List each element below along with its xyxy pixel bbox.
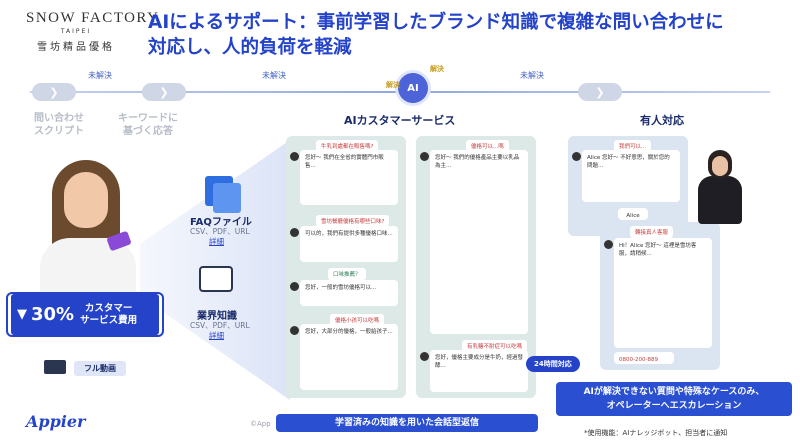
chat-question: 牛乳到處都在販售嗎? bbox=[316, 140, 379, 152]
caption-escalation: AIが解決できない質問や特殊なケースのみ、 オペレーターへエスカレーション bbox=[556, 382, 792, 416]
caption-escalation-line2: オペレーターへエスカレーション bbox=[606, 401, 742, 411]
industry-types: CSV、PDF、URL bbox=[190, 321, 250, 330]
chevron-right-icon: ❯ bbox=[142, 83, 186, 101]
page-title: AIによるサポート：事前学習したブランド知識で複雑な問い合わせに 対応し、人的負… bbox=[148, 10, 788, 60]
appier-logo: Appier bbox=[26, 412, 86, 431]
chat-reply: Hi！Alice 您好～ 這裡是雪坊客服，請稍候... bbox=[614, 238, 712, 348]
customer-photo-face bbox=[64, 172, 108, 228]
chat-question: 有乳糖不耐症可以吃嗎 bbox=[462, 340, 528, 352]
agent-avatar bbox=[604, 240, 613, 249]
ai-chip-icon: AI bbox=[398, 73, 428, 103]
caption-conversational-reply: 学習済みの知識を用いた会話型返信 bbox=[276, 414, 538, 432]
flow-status-unsolved: 未解決 bbox=[262, 71, 286, 80]
section-human: 有人対応 bbox=[640, 114, 684, 127]
chat-reply: 可以的，我們有提供多種優格口味... bbox=[300, 226, 398, 262]
knowledge-icon bbox=[199, 266, 233, 292]
stage-keyword-line1: キーワードに bbox=[118, 113, 178, 124]
chat-question: 口味推薦？ bbox=[328, 268, 366, 280]
stage-script-line2: スクリプト bbox=[34, 126, 84, 137]
chat-question: 優格小孩可以吃嗎 bbox=[330, 314, 385, 326]
bot-avatar bbox=[290, 282, 299, 291]
bot-avatar bbox=[420, 152, 429, 161]
chat-phone: 0800-200-889 bbox=[614, 352, 674, 364]
cost-label-line2: サービス費用 bbox=[80, 314, 138, 326]
chat-name: Alice bbox=[618, 208, 648, 220]
chat-question: 雪坊餐廳優格有哪些口味? bbox=[316, 215, 390, 227]
faq-detail-link[interactable]: 詳細 bbox=[209, 237, 224, 246]
bot-avatar bbox=[420, 352, 429, 361]
copyright: ©App bbox=[250, 420, 271, 428]
industry-title: 業界知識 bbox=[197, 311, 237, 322]
brand-logo: SNOW FACTORY bbox=[26, 10, 160, 26]
flow-status-solved: 解決 bbox=[386, 81, 400, 89]
chat-reply: 您好，一般的雪坊優格可以... bbox=[300, 280, 398, 306]
stage-script-line1: 問い合わせ bbox=[34, 113, 84, 124]
document-icon bbox=[213, 183, 241, 213]
chat-reply: 您好～ 我們在全省的實體門市販售... bbox=[300, 150, 398, 205]
chevron-right-icon: ❯ bbox=[32, 83, 76, 101]
bot-avatar bbox=[290, 152, 299, 161]
chat-reply: 您好，大部分的優格，一般給孩子... bbox=[300, 324, 398, 390]
brand-logo-sub: TAIPEI bbox=[60, 28, 92, 35]
footer-note: *使用機能：AIナレッジボット、担当者に通知 bbox=[584, 429, 728, 437]
bot-avatar bbox=[572, 152, 581, 161]
faq-types: CSV、PDF、URL bbox=[190, 227, 250, 236]
page-title-line2: 対応し、人的負荷を軽減 bbox=[148, 37, 352, 58]
cost-badge-inner: ▼ 30% カスタマー サービス費用 bbox=[11, 294, 159, 335]
cost-percent: 30% bbox=[31, 304, 75, 325]
cost-badge: ▼ 30% カスタマー サービス費用 bbox=[6, 292, 164, 337]
chat-reply: Alice 您好～ 不好意思，關於您的問題... bbox=[582, 150, 680, 202]
stage-keyword-line2: 基づく応答 bbox=[123, 126, 173, 137]
chat-question: 我們可以... bbox=[614, 140, 652, 152]
video-icon[interactable] bbox=[44, 360, 66, 374]
chat-reply: 您好，優格主要成分是牛奶，經過發酵... bbox=[430, 350, 528, 392]
stage-script: 問い合わせ スクリプト bbox=[22, 112, 96, 138]
down-arrow-icon: ▼ bbox=[17, 307, 27, 322]
chat-question: 轉接真人客服 bbox=[630, 226, 674, 238]
bot-avatar bbox=[290, 326, 299, 335]
caption-escalation-line1: AIが解決できない質問や特殊なケースのみ、 bbox=[583, 387, 765, 397]
flow-status-unsolved: 未解決 bbox=[520, 71, 544, 80]
stage-keyword: キーワードに 基づく応答 bbox=[108, 112, 188, 138]
cost-label-line1: カスタマー bbox=[84, 302, 133, 314]
cost-label: カスタマー サービス費用 bbox=[80, 303, 137, 327]
badge-24h: 24時間対応 bbox=[526, 356, 580, 372]
bot-avatar bbox=[290, 228, 299, 237]
chat-question: 優格可以...嗎 bbox=[466, 140, 509, 152]
chat-reply: 您好～ 我們的優格產品主要以乳品為主... bbox=[430, 150, 528, 334]
industry-detail-link[interactable]: 詳細 bbox=[209, 331, 224, 340]
page-title-line1: AIによるサポート：事前学習したブランド知識で複雑な問い合わせに bbox=[148, 12, 724, 33]
operator-photo-face bbox=[712, 156, 728, 176]
full-video-button[interactable]: フル動画 bbox=[74, 361, 126, 376]
operator-photo bbox=[698, 176, 742, 224]
brand-logo-cn: 雪坊精品優格 bbox=[37, 42, 115, 53]
faq-title: FAQファイル bbox=[190, 217, 252, 228]
flow-status-solved: 解決 bbox=[430, 65, 444, 73]
chevron-right-icon: ❯ bbox=[578, 83, 622, 101]
section-ai-service: AIカスタマーサービス bbox=[344, 114, 456, 127]
flow-status-unsolved: 未解決 bbox=[88, 71, 112, 80]
